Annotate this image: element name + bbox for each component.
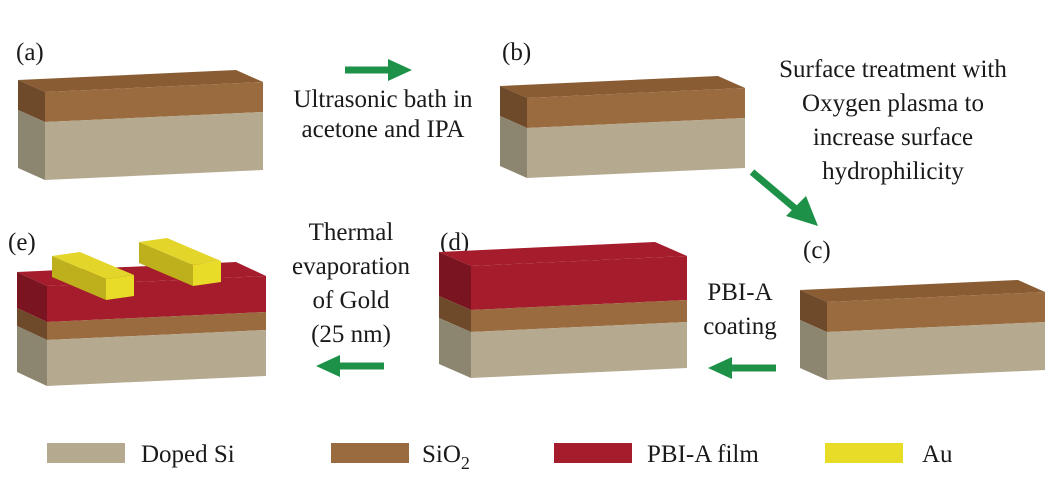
sio2-top-face xyxy=(18,70,263,92)
panel-b-label: (b) xyxy=(502,39,531,66)
legend-label: Au xyxy=(922,441,953,468)
si-front-face xyxy=(47,330,266,386)
pbi-side-face xyxy=(439,252,471,310)
si-side-face xyxy=(17,326,47,386)
si-front-face xyxy=(45,112,263,180)
sio2-side-face xyxy=(18,80,45,122)
panel-c: (c) xyxy=(800,237,1045,380)
step-text-line: hydrophilicity xyxy=(822,158,964,185)
panel-e: (e) xyxy=(8,229,266,386)
si-side-face xyxy=(800,320,827,380)
arrow-d-to-e xyxy=(316,355,384,377)
au-top-face xyxy=(139,238,221,265)
gold-electrode-left xyxy=(52,252,134,300)
sio2-side-face xyxy=(500,86,527,128)
substrate-b xyxy=(500,76,745,178)
panel-a: (a) xyxy=(16,39,263,180)
step-text-line: Oxygen plasma to xyxy=(802,90,984,117)
gold-electrode-right xyxy=(139,238,221,286)
step-text-line: PBI-A xyxy=(707,279,772,306)
step-text-line: acetone and IPA xyxy=(302,116,465,143)
legend-swatch xyxy=(47,443,125,463)
step-text-line: increase surface xyxy=(813,124,973,151)
arrow-head xyxy=(708,357,732,379)
arrow-head xyxy=(786,196,818,226)
step-text-line: of Gold xyxy=(312,287,390,314)
si-front-face xyxy=(527,118,745,178)
arrow-b-to-c xyxy=(749,169,818,226)
sio2-top-face xyxy=(800,280,1045,302)
substrate-d xyxy=(439,242,687,378)
pbi-top-face xyxy=(439,242,687,266)
sio2-front-face xyxy=(471,300,687,332)
legend-label-subscript: 2 xyxy=(461,453,470,473)
si-front-face xyxy=(471,322,687,378)
substrate-c xyxy=(800,280,1045,380)
panel-e-label: (e) xyxy=(8,229,36,256)
au-top-face xyxy=(52,252,134,279)
panel-a-label: (a) xyxy=(16,39,44,66)
au-front-face xyxy=(106,275,134,300)
arrow-head xyxy=(388,59,412,81)
legend-label: Doped Si xyxy=(141,441,235,468)
step-text-line: (25 nm) xyxy=(311,321,391,348)
legend-label: PBI-A film xyxy=(647,441,759,468)
au-front-face xyxy=(193,261,221,286)
step-b-to-c-text: Surface treatment with Oxygen plasma to … xyxy=(779,56,1007,185)
substrate-e xyxy=(17,262,266,386)
step-text-line: coating xyxy=(703,313,777,340)
legend-item-pbi-a-film: PBI-A film xyxy=(554,441,759,468)
arrow-head xyxy=(316,355,340,377)
arrow-a-to-b xyxy=(345,59,412,81)
legend-swatch xyxy=(554,443,632,463)
step-text-line: Ultrasonic bath in xyxy=(293,86,473,113)
legend-label-main: SiO xyxy=(422,441,461,468)
legend-swatch xyxy=(331,443,409,463)
sio2-side-face xyxy=(800,290,827,332)
si-side-face xyxy=(18,110,45,180)
sio2-front-face xyxy=(47,312,266,340)
au-side-face xyxy=(52,256,106,300)
step-text-line: Thermal xyxy=(309,219,394,246)
panel-d: (d) xyxy=(439,229,687,378)
step-a-to-b-text: Ultrasonic bath in acetone and IPA xyxy=(293,86,473,143)
legend-item-sio2: SiO2 xyxy=(331,441,470,473)
legend: Doped Si SiO2 PBI-A film Au xyxy=(47,441,953,473)
sio2-side-face xyxy=(439,296,471,332)
legend-item-au: Au xyxy=(825,441,953,468)
si-front-face xyxy=(827,322,1045,380)
arrow-c-to-d xyxy=(708,357,776,379)
step-c-to-d-text: PBI-A coating xyxy=(703,279,777,340)
sio2-front-face xyxy=(527,88,745,128)
si-side-face xyxy=(439,318,471,378)
step-text-line: Surface treatment with xyxy=(779,56,1007,83)
legend-swatch xyxy=(825,443,903,463)
sio2-top-face xyxy=(500,76,745,98)
sio2-side-face xyxy=(17,308,47,340)
substrate-a xyxy=(18,70,263,180)
panel-c-label: (c) xyxy=(803,237,831,264)
arrow-shaft xyxy=(749,169,800,213)
legend-item-doped-si: Doped Si xyxy=(47,441,235,468)
pbi-side-face xyxy=(17,272,47,322)
panel-b: (b) xyxy=(500,39,745,178)
au-side-face xyxy=(139,242,193,286)
si-side-face xyxy=(500,116,527,178)
pbi-front-face xyxy=(471,256,687,310)
legend-label: SiO2 xyxy=(422,441,470,473)
step-text-line: evaporation xyxy=(292,253,411,280)
sio2-front-face xyxy=(45,82,263,122)
sio2-front-face xyxy=(827,292,1045,332)
step-d-to-e-text: Thermal evaporation of Gold (25 nm) xyxy=(292,219,411,348)
